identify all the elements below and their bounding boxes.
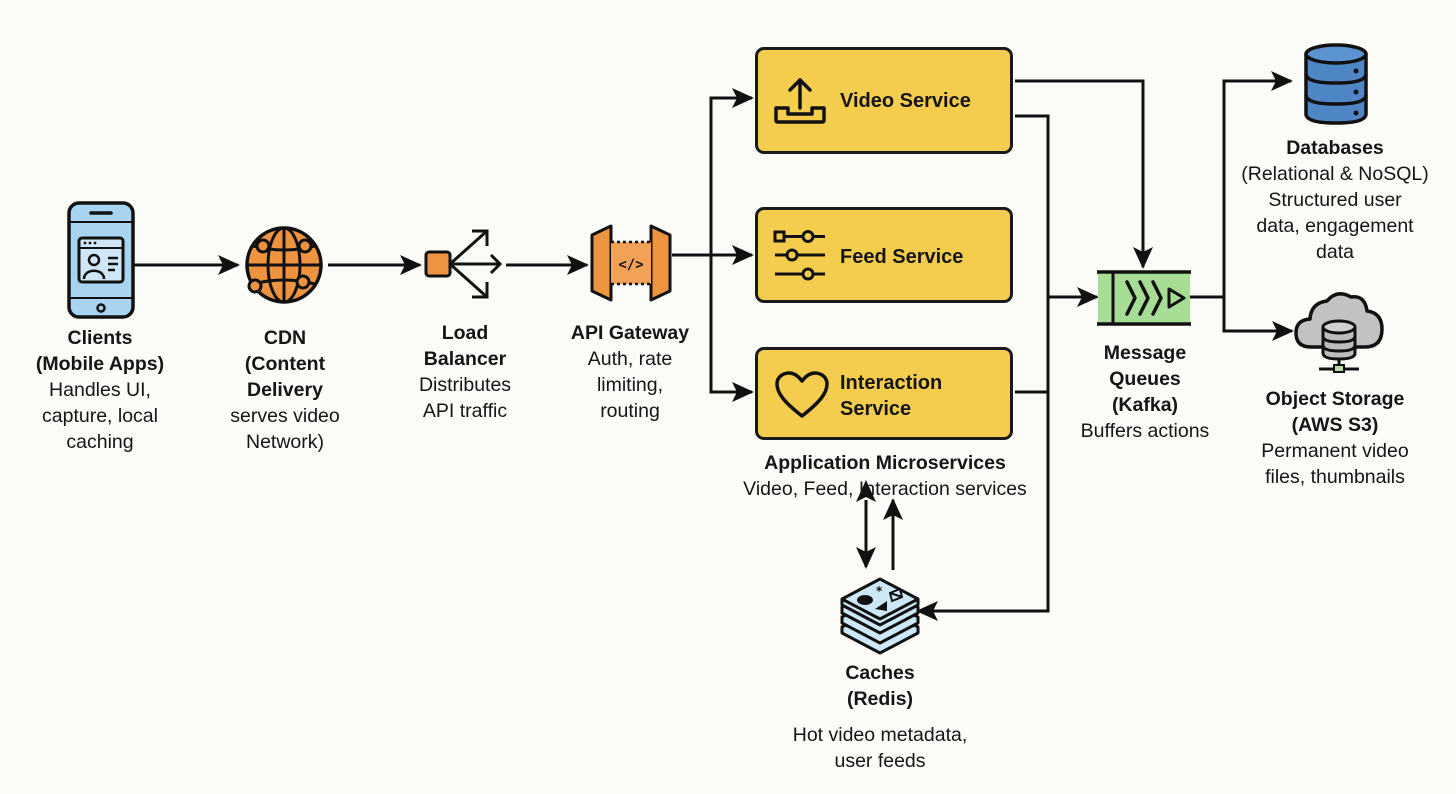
feed-service-box[interactable]: Feed Service	[755, 207, 1013, 303]
caches-desc-2: user feeds	[834, 750, 926, 772]
caches-title-1: Caches	[845, 662, 915, 684]
edge-queue-object-storage	[1222, 297, 1294, 341]
databases-title: Databases	[1286, 137, 1384, 159]
clients-subtitle: (Mobile Apps)	[35, 353, 165, 375]
message-queues-title-2: Queues	[1109, 368, 1181, 390]
edge-api-gateway-interaction-service	[709, 255, 754, 402]
object-storage-desc-1: Permanent video	[1261, 440, 1409, 462]
object-storage-label: Object Storage (AWS S3) Permanent video …	[1225, 386, 1445, 490]
cache-layers-icon[interactable]: *	[838, 577, 922, 657]
clients-desc-1: Handles UI,	[49, 379, 151, 401]
microservices-group-desc: Video, Feed, Interaction services	[743, 478, 1027, 500]
api-gateway-label: API Gateway Auth, rate limiting, routing	[550, 320, 710, 424]
api-gateway-icon[interactable]: </>	[589, 223, 673, 303]
cdn-title-3: Delivery	[247, 379, 323, 401]
load-balancer-label: Load Balancer Distributes API traffic	[385, 320, 545, 424]
api-gateway-desc-1: Auth, rate	[587, 348, 673, 370]
databases-desc-3: data, engagement	[1256, 215, 1414, 237]
load-balancer-desc-2: API traffic	[422, 400, 508, 422]
message-queues-label: Message Queues (Kafka) Buffers actions	[1060, 340, 1230, 444]
cdn-title-2: (Content	[244, 353, 326, 375]
load-balancer-desc-1: Distributes	[418, 374, 512, 396]
upload-tray-icon	[774, 78, 826, 124]
clients-title: Clients	[67, 327, 133, 349]
video-service-box[interactable]: Video Service	[755, 47, 1013, 154]
interaction-service-name-1: Interaction	[840, 372, 943, 394]
object-storage-desc-2: files, thumbnails	[1265, 466, 1405, 488]
cdn-label: CDN (Content Delivery serves video Netwo…	[205, 325, 365, 455]
clients-label: Clients (Mobile Apps) Handles UI, captur…	[20, 325, 180, 455]
svg-text:*: *	[876, 584, 883, 598]
load-balancer-title-2: Balancer	[423, 348, 507, 370]
clients-desc-2: capture, local	[42, 405, 158, 427]
sliders-icon	[773, 230, 825, 281]
microservices-group-title: Application Microservices	[764, 452, 1006, 474]
object-storage-title-2: (AWS S3)	[1291, 414, 1379, 436]
cloud-storage-icon[interactable]	[1293, 285, 1385, 375]
interaction-service-box[interactable]: Interaction Service	[755, 347, 1013, 440]
cdn-title: CDN	[263, 327, 307, 349]
clients-desc-3: caching	[66, 431, 134, 453]
message-queue-icon[interactable]	[1097, 268, 1191, 328]
message-queues-title-3: (Kafka)	[1111, 394, 1179, 416]
cdn-desc-1: serves video	[230, 405, 340, 427]
databases-label: Databases (Relational & NoSQL) Structure…	[1225, 135, 1445, 265]
svg-text:</>: </>	[618, 257, 643, 273]
api-gateway-desc-2: limiting,	[596, 374, 664, 396]
edge-queue-storage-branch	[1190, 71, 1293, 299]
microservices-group-label: Application Microservices Video, Feed, I…	[700, 450, 1070, 502]
api-gateway-title: API Gateway	[570, 322, 690, 344]
edge-api-gateway-video-service	[709, 88, 754, 392]
video-service-name: Video Service	[840, 90, 971, 112]
load-balancer-icon[interactable]	[424, 226, 506, 302]
caches-label: Caches (Redis) Hot video metadata, user …	[760, 660, 1000, 774]
object-storage-title-1: Object Storage	[1265, 388, 1405, 410]
databases-desc-2: Structured user	[1268, 189, 1402, 211]
globe-network-icon[interactable]	[241, 224, 327, 308]
databases-desc-4: data	[1316, 241, 1354, 263]
caches-desc-1: Hot video metadata,	[792, 724, 968, 746]
heart-icon	[775, 371, 829, 418]
caches-title-2: (Redis)	[846, 688, 914, 710]
feed-service-name: Feed Service	[840, 246, 964, 268]
message-queues-desc: Buffers actions	[1080, 420, 1210, 442]
edge-video-service-message-queues	[1015, 79, 1153, 269]
database-icon[interactable]	[1302, 42, 1370, 126]
mobile-phone-icon[interactable]	[66, 200, 136, 320]
databases-desc-1: (Relational & NoSQL)	[1241, 163, 1429, 185]
cdn-desc-2: Network)	[245, 431, 324, 453]
interaction-service-name-2: Service	[840, 398, 912, 420]
load-balancer-title: Load	[441, 322, 489, 344]
api-gateway-desc-3: routing	[600, 400, 660, 422]
edge-microservices-bus	[916, 114, 1050, 621]
message-queues-title-1: Message	[1103, 342, 1187, 364]
